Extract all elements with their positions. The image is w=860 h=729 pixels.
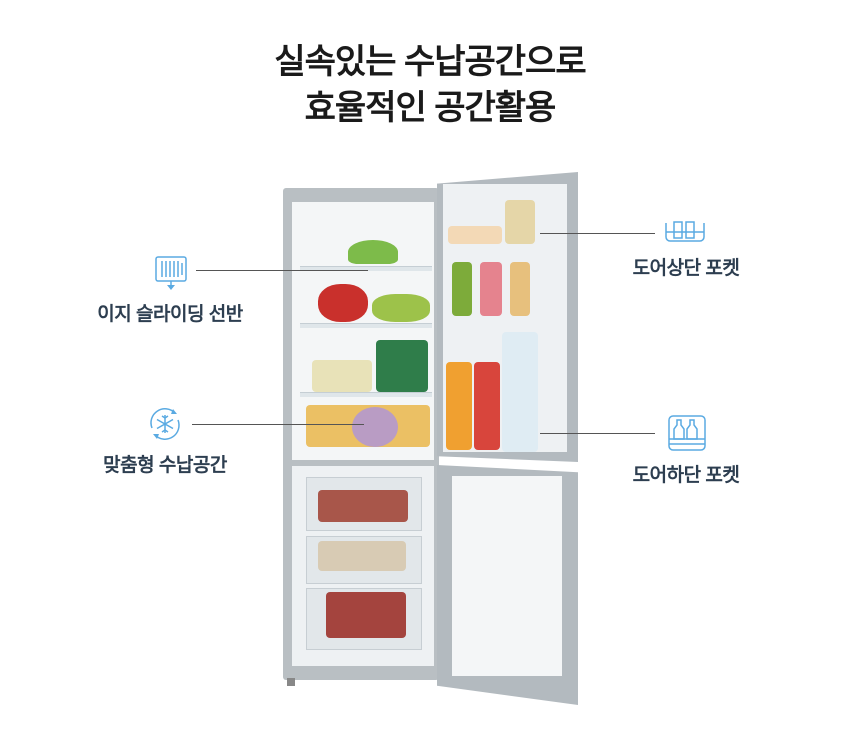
callout-line-sliding-shelf bbox=[196, 270, 368, 271]
door-upper-pocket-icon bbox=[665, 221, 705, 242]
headline-line-2: 효율적인 공간활용 bbox=[304, 89, 557, 127]
snowflake-cycle-icon bbox=[150, 408, 180, 440]
feature-label-sliding-shelf: 이지 슬라이딩 선반 bbox=[97, 304, 243, 325]
feature-label-upper-door-pocket: 도어상단 포켓 bbox=[632, 258, 740, 279]
sliding-shelf-icon bbox=[155, 256, 187, 290]
callout-line-storage bbox=[192, 424, 364, 425]
headline-line-1: 실속있는 수납공간으로 bbox=[274, 43, 586, 81]
callout-line-lower-pocket bbox=[540, 433, 655, 434]
feature-label-lower-door-pocket: 도어하단 포켓 bbox=[632, 465, 740, 486]
door-lower-pocket-icon bbox=[668, 415, 706, 451]
feature-label-custom-storage: 맞춤형 수납공간 bbox=[103, 455, 227, 476]
callout-line-upper-pocket bbox=[540, 233, 655, 234]
